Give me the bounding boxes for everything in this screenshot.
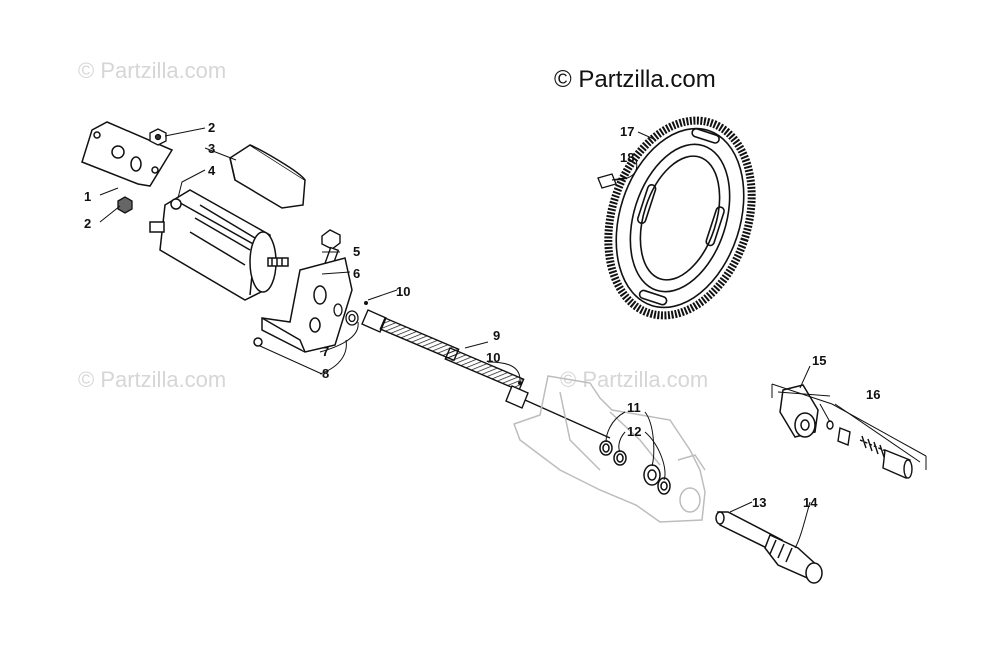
callout-9: 9 [493,328,500,343]
part-1-mount-bracket [81,121,174,187]
part-16-spring-kit [826,420,913,479]
watermark-faint-mid-right: © Partzilla.com [560,367,709,392]
callout-1: 1 [84,189,91,204]
callout-8: 8 [322,366,329,381]
part-8-nut [345,310,359,326]
callout-11: 11 [627,400,641,415]
callout-4: 4 [208,163,216,178]
callout-18: 18 [620,150,634,165]
part-10-pin [364,301,522,385]
watermark-faint-mid-left: © Partzilla.com [78,367,227,392]
callout-17: 17 [620,124,634,139]
watermark-main: © Partzilla.com [554,66,716,93]
callout-2-upper: 2 [208,120,215,135]
part-2-nut-upper [149,128,167,146]
callout-13: 13 [752,495,766,510]
part-17-ring-gear [604,116,756,320]
part-15-pinion [779,384,819,438]
kit-bracket-16 [771,383,927,470]
callout-3: 3 [208,141,215,156]
part-6-support-bracket [253,257,353,353]
callout-12: 12 [627,424,641,439]
part-3-heat-shield [229,144,306,209]
callout-5: 5 [353,244,360,259]
engine-case-outline [513,375,706,523]
callout-7: 7 [322,344,329,359]
part-7-washer [333,303,343,317]
callout-15: 15 [812,353,826,368]
part-14-starter-drive [764,533,823,584]
part-9-cable [361,309,611,439]
callout-2-lower: 2 [84,216,91,231]
leader-lines [99,127,921,549]
part-4-starter-motor [149,189,289,301]
callout-14: 14 [803,495,818,510]
callout-6: 6 [353,266,360,281]
part-11-seal [599,440,661,486]
callout-10-lower: 10 [486,350,500,365]
part-12-washer [613,450,671,495]
part-2-nut-lower [117,196,133,214]
watermark-faint-top-left: © Partzilla.com [78,58,227,83]
callout-16: 16 [866,387,880,402]
callout-10-upper: 10 [396,284,410,299]
